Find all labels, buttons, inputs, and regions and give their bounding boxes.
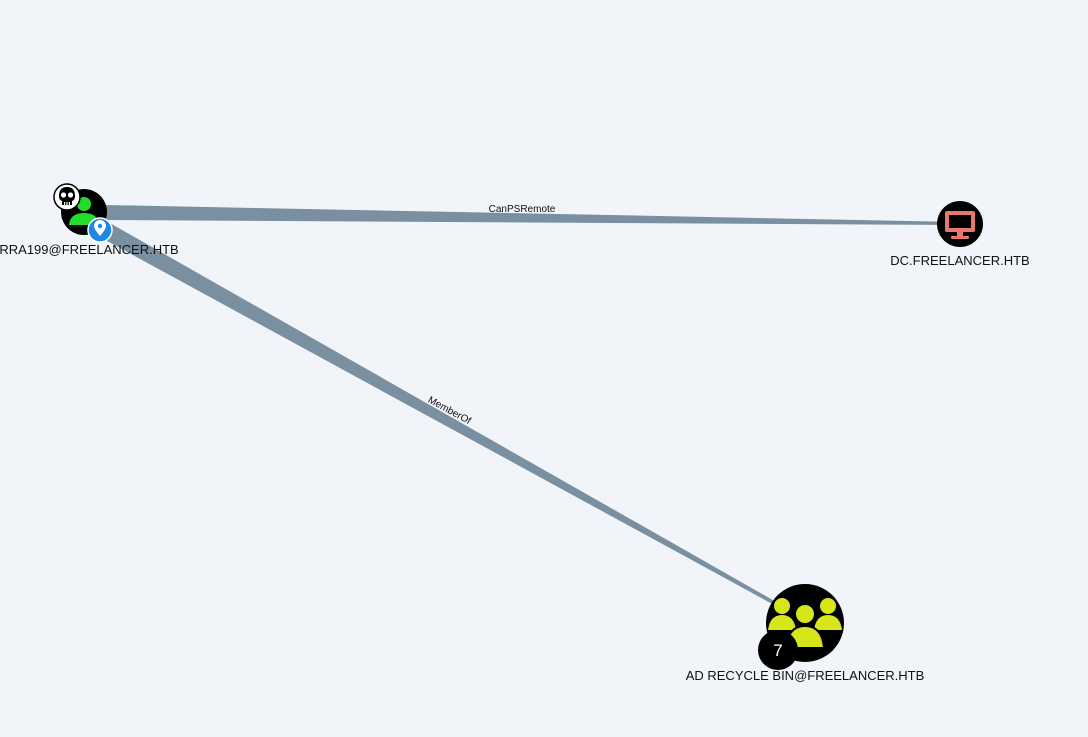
node-computer[interactable]: DC.FREELANCER.HTB: [890, 201, 1030, 268]
edge-memberof[interactable]: [98, 222, 778, 606]
user-node-label: ORRA199@FREELANCER.HTB: [0, 242, 179, 257]
group-node-label: AD RECYCLE BIN@FREELANCER.HTB: [686, 668, 925, 683]
edge-label-canpsremote: CanPSRemote: [489, 204, 556, 215]
member-count-badge: 7: [758, 630, 798, 670]
edge-canpsremote[interactable]: [105, 205, 960, 225]
map-pin-icon: [87, 217, 113, 243]
node-user[interactable]: ORRA199@FREELANCER.HTB: [0, 183, 179, 257]
member-count: 7: [773, 641, 782, 660]
computer-icon: [945, 211, 975, 239]
computer-node-label: DC.FREELANCER.HTB: [890, 253, 1029, 268]
skull-icon: [53, 183, 81, 211]
node-group[interactable]: 7 AD RECYCLE BIN@FREELANCER.HTB: [686, 584, 925, 683]
